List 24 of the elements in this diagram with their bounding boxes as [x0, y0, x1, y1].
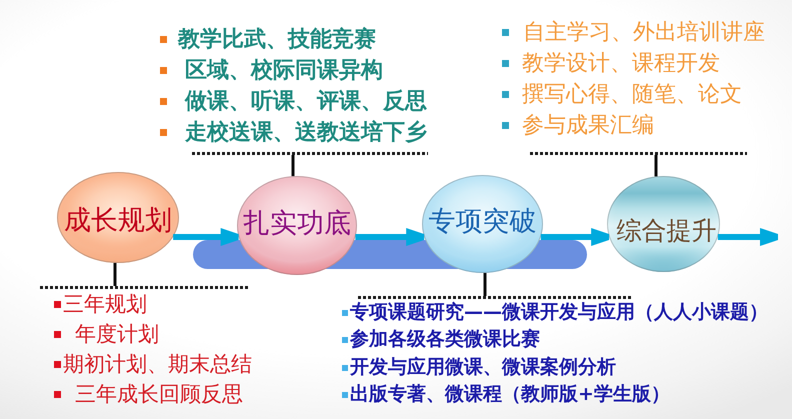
list-item: 开发与应用微课、微课案例分析: [350, 356, 616, 379]
leader-line: [114, 262, 116, 286]
list-item: 撰写心得、随笔、论文: [522, 82, 742, 108]
list-item: 走校送课、送教送培下乡: [185, 120, 427, 146]
list-item: 专项课题研究——微课开发与应用（人人小课题）: [350, 302, 768, 324]
list-item: 期初计划、期末总结: [63, 352, 252, 376]
leader-line: [654, 155, 658, 176]
leader-line: [484, 272, 486, 296]
list-item: 三年规划: [63, 292, 147, 316]
stage-label: 成长规划: [64, 206, 172, 236]
stage-label: 专项突破: [428, 207, 536, 237]
list-item: 做课、听课、评课、反思: [185, 88, 427, 114]
stage-label: 综合提升: [616, 218, 716, 246]
stage-label: 扎实功底: [243, 208, 351, 238]
list-item: 区域、校际同课异构: [185, 58, 383, 84]
list-item: 三年成长回顾反思: [75, 382, 243, 406]
leader-line: [292, 155, 294, 176]
list-item: 教学比武、技能竞赛: [178, 26, 376, 52]
list-item: 教学设计、课程开发: [522, 50, 720, 76]
list-item: 自主学习、外出培训讲座: [523, 20, 765, 46]
list-item: 年度计划: [75, 322, 159, 346]
list-item: 参加各级各类微课比赛: [350, 329, 540, 352]
list-item: 出版专著、微课程（教师版+学生版）: [350, 384, 670, 406]
list-item: 参与成果汇编: [522, 112, 654, 138]
